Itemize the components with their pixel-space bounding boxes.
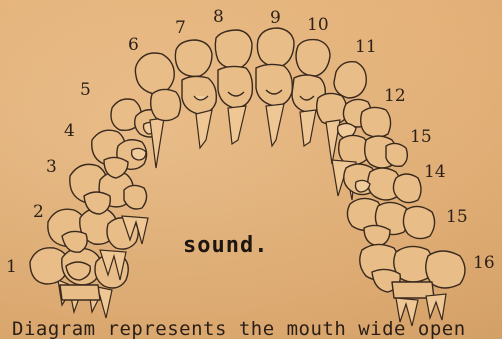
tooth-label-11: 11 xyxy=(355,37,377,57)
tooth-label-7: 7 xyxy=(175,18,186,38)
center-word: sound. xyxy=(183,233,268,258)
diagram-caption: Diagram represents the mouth wide open xyxy=(12,318,492,339)
tooth-label-4: 4 xyxy=(64,121,75,141)
tooth-label-6: 6 xyxy=(128,35,139,55)
tooth-label-9: 9 xyxy=(270,8,281,28)
tooth-label-3: 3 xyxy=(46,157,57,177)
tooth-label-16: 16 xyxy=(473,253,495,273)
tooth-label-1: 1 xyxy=(6,257,17,277)
tooth-label-14: 14 xyxy=(424,162,446,182)
tooth-label-12: 12 xyxy=(384,86,406,106)
tooth-label-2: 2 xyxy=(33,202,44,222)
tooth-label-10: 10 xyxy=(307,15,329,35)
tooth-label-15-upper: 15 xyxy=(410,127,432,147)
left-arch xyxy=(30,53,181,318)
front-arch xyxy=(175,28,330,148)
tooth-label-15-lower: 15 xyxy=(446,207,468,227)
tooth-label-8: 8 xyxy=(213,7,224,27)
tooth-label-5: 5 xyxy=(80,80,91,100)
